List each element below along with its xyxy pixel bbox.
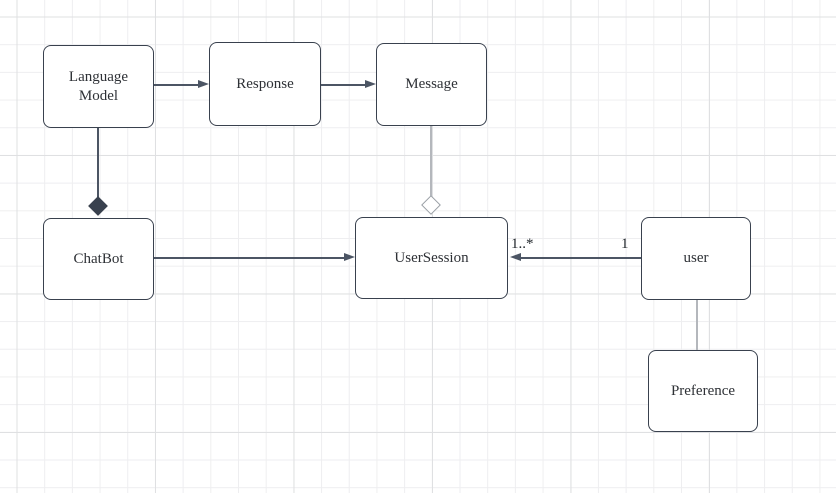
edge-line xyxy=(97,127,99,197)
multiplicity-label-user-end: 1 xyxy=(621,236,629,252)
composition-diamond-icon xyxy=(88,196,108,216)
edge-line xyxy=(696,300,698,350)
arrowhead-icon xyxy=(198,80,209,88)
node-label: Language Model xyxy=(68,68,129,104)
edge-line xyxy=(154,257,344,259)
arrowhead-icon xyxy=(365,80,376,88)
node-message[interactable]: Message xyxy=(376,43,487,126)
node-usersession[interactable]: UserSession xyxy=(355,217,508,299)
edge-line xyxy=(154,84,198,86)
edge-line xyxy=(521,257,641,259)
edge-line xyxy=(321,84,365,86)
edge-line xyxy=(430,126,432,196)
node-label: ChatBot xyxy=(73,250,124,267)
aggregation-diamond-icon xyxy=(421,195,441,215)
node-label: Preference xyxy=(670,382,736,399)
node-label: Response xyxy=(236,75,294,92)
node-chatbot[interactable]: ChatBot xyxy=(43,218,154,300)
node-response[interactable]: Response xyxy=(209,42,321,126)
node-label: Message xyxy=(405,76,458,93)
node-label: user xyxy=(683,250,709,267)
multiplicity-label-usersession-end: 1..* xyxy=(511,236,534,252)
node-language-model[interactable]: Language Model xyxy=(43,45,154,128)
arrowhead-icon xyxy=(510,253,521,261)
node-label: UserSession xyxy=(394,249,469,266)
node-user[interactable]: user xyxy=(641,217,751,300)
node-preference[interactable]: Preference xyxy=(648,350,758,432)
arrowhead-icon xyxy=(344,253,355,261)
